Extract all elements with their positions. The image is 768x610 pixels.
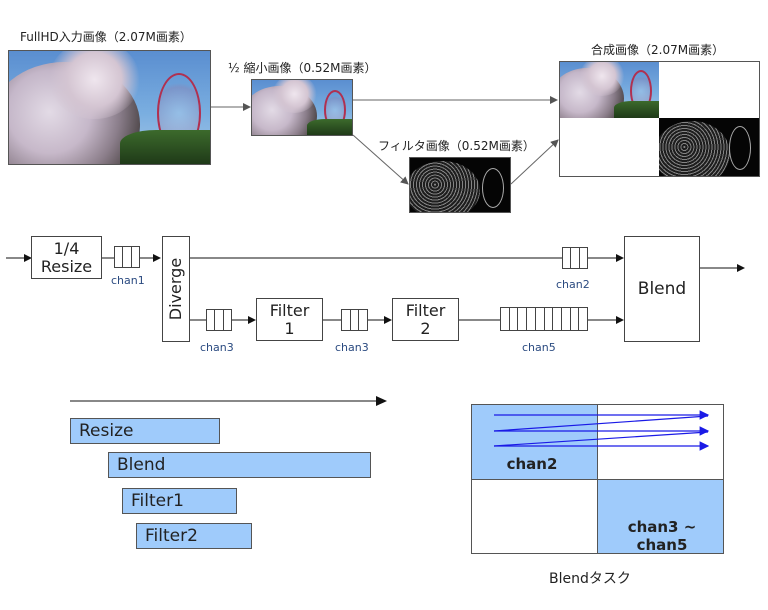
grid-cell-chan3-chan5 — [598, 480, 723, 553]
input-image — [8, 50, 211, 165]
arrow-resized-to-filtered — [352, 134, 409, 185]
scan-return-1 — [493, 415, 709, 432]
grid-label-chan2: chan2 — [506, 455, 558, 473]
resized-image — [251, 79, 353, 136]
resized-image-label: ½ 縮小画像（0.52M画素） — [228, 61, 377, 75]
resize-box: 1/4 Resize — [31, 236, 102, 279]
composite-image — [559, 61, 760, 177]
composite-quadrant-original — [560, 62, 659, 118]
filter1-line2: 1 — [284, 318, 295, 338]
chan5-label: chan5 — [522, 341, 556, 354]
scan-return-2 — [493, 431, 709, 447]
timeline-bar-resize: Resize — [70, 418, 220, 444]
filter1-box: Filter 1 — [256, 298, 323, 341]
blend-box: Blend — [624, 236, 700, 342]
queue-chan1 — [114, 246, 140, 268]
timeline-bar-filter1: Filter1 — [122, 488, 237, 514]
image-flow-arrows — [211, 96, 559, 185]
chan1-label: chan1 — [111, 274, 145, 287]
timeline-bar-blend: Blend — [108, 452, 371, 478]
queue-chan3b — [341, 309, 368, 331]
queue-chan2 — [562, 247, 588, 269]
composite-quadrant-filtered — [659, 118, 759, 176]
resize-box-line2: Resize — [40, 256, 93, 276]
filter2-line1: Filter — [405, 300, 446, 320]
pipeline-connectors — [6, 254, 745, 324]
filter2-line2: 2 — [420, 318, 431, 338]
grid-label-chan3-chan5: chan3 ~ chan5 — [612, 518, 712, 554]
blend-box-label: Blend — [637, 279, 687, 299]
timeline-bar-filter2: Filter2 — [136, 523, 252, 549]
resize-box-line1: 1/4 — [53, 238, 80, 258]
grid-label-chan3: chan3 ~ — [627, 518, 697, 536]
queue-chan3a — [206, 309, 232, 331]
grid-label-chan5: chan5 — [636, 536, 688, 554]
queue-chan5 — [500, 307, 588, 331]
grid-cell-bottom-left — [472, 480, 598, 553]
filter2-box: Filter 2 — [392, 298, 459, 341]
chan2-label: chan2 — [556, 278, 590, 291]
arrow-filtered-to-composite — [510, 139, 559, 185]
filtered-image — [409, 157, 511, 213]
chan3a-label: chan3 — [200, 341, 234, 354]
diverge-box-label: Diverge — [166, 257, 185, 321]
filter1-line1: Filter — [269, 300, 310, 320]
blend-task-grid: chan2 chan3 ~ chan5 — [471, 404, 724, 554]
input-image-label: FullHD入力画像（2.07M画素） — [20, 30, 192, 44]
timeline-axis — [70, 396, 387, 406]
scan-order-arrows — [493, 410, 710, 451]
filtered-image-label: フィルタ画像（0.52M画素） — [378, 139, 535, 153]
composite-image-label: 合成画像（2.07M画素） — [591, 43, 725, 57]
chan3b-label: chan3 — [335, 341, 369, 354]
blend-task-caption: Blendタスク — [549, 571, 631, 587]
grid-cell-chan2 — [472, 405, 598, 480]
diverge-box: Diverge — [162, 236, 190, 342]
